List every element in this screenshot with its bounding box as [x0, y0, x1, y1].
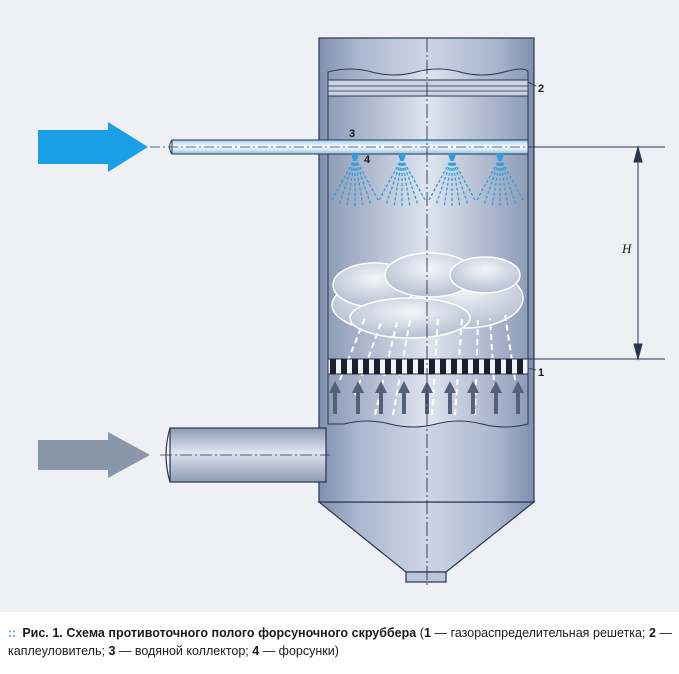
water-inlet-arrow [38, 122, 148, 172]
spray-cone-4 [476, 157, 524, 208]
gas-inlet-arrow [38, 432, 150, 478]
caption-item3-text: — водяной коллектор; [115, 644, 253, 658]
spray-cone-1 [331, 157, 379, 208]
figure-caption: ::Рис. 1. Схема противоточного полого фо… [8, 624, 672, 660]
upward-gas-arrows [329, 381, 524, 414]
droplet-eliminator [327, 79, 529, 97]
scrubber-svg: 2 3 4 1 H [38, 37, 665, 585]
label-3: 3 [349, 128, 355, 140]
gas-distribution-grid [327, 358, 529, 375]
caption-fig-prefix: Рис. 1. [22, 626, 63, 640]
spray-nozzles [331, 157, 524, 208]
caption-bullet: :: [8, 626, 17, 640]
spray-cone-2 [378, 157, 426, 208]
caption-open-paren: ( [416, 626, 424, 640]
label-2: 2 [538, 83, 544, 95]
drain-nozzle [405, 571, 447, 583]
caption-item2-num: 2 [648, 626, 656, 640]
caption-item2-text: — каплеуловитель; [8, 626, 672, 658]
spray-cone-3 [428, 157, 476, 208]
label-1: 1 [538, 367, 544, 379]
caption-item1-text: — газораспределительная решетка; [430, 626, 649, 640]
caption-item4-num: 4 [252, 644, 260, 658]
label-4: 4 [364, 154, 371, 166]
scrubber-diagram: 2 3 4 1 H [0, 0, 679, 612]
caption-item3-num: 3 [108, 644, 116, 658]
label-height: H [621, 241, 632, 256]
caption-title: Схема противоточного полого форсуночного… [66, 626, 417, 640]
caption-item1-num: 1 [423, 626, 431, 640]
nozzle-heads [351, 154, 504, 160]
caption-item4-text: — форсунки) [259, 644, 339, 658]
height-dimension [528, 145, 665, 361]
gas-cloud [331, 252, 524, 339]
vessel-cone [317, 501, 536, 573]
inner-chamber [327, 68, 529, 428]
